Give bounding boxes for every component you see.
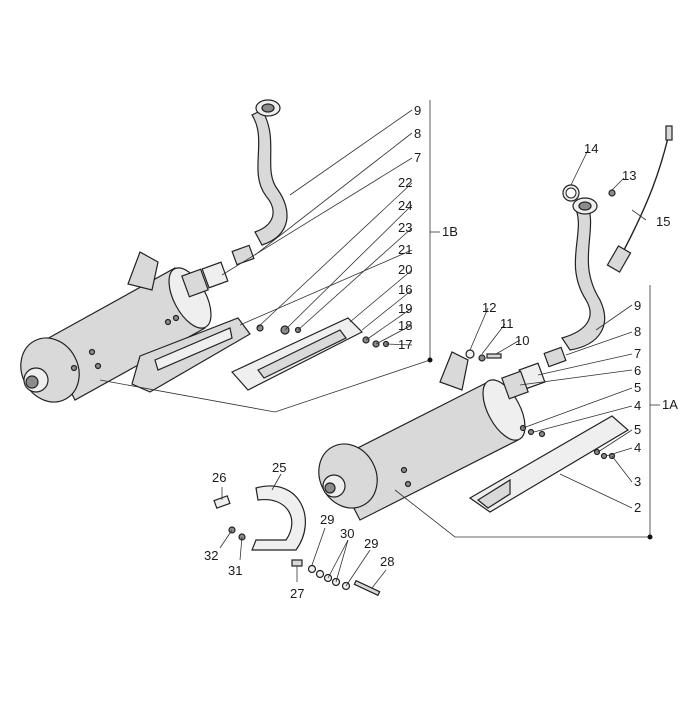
callout-right-9: 9 xyxy=(634,298,641,313)
callout-left-8: 8 xyxy=(414,126,421,141)
callout-25: 25 xyxy=(272,460,286,475)
callout-left-9: 9 xyxy=(414,103,421,118)
left-muffler xyxy=(20,251,212,403)
center-fasteners xyxy=(465,349,502,362)
callout-10: 10 xyxy=(515,333,529,348)
callout-right-5: 5 xyxy=(634,380,641,395)
callout-right-7: 7 xyxy=(634,346,641,361)
callout-left-16: 16 xyxy=(398,282,412,297)
group-label-1a: 1A xyxy=(662,397,678,412)
callout-right-4: 4 xyxy=(634,398,641,413)
group-bracket-1b xyxy=(427,100,440,363)
callout-15: 15 xyxy=(656,214,670,229)
callout-right-6: 6 xyxy=(634,363,641,378)
callout-right-2: 2 xyxy=(634,500,641,515)
left-header-pipe xyxy=(181,99,288,298)
callout-right-8: 8 xyxy=(634,324,641,339)
left-heat-shield xyxy=(231,317,390,391)
callout-right-3: 3 xyxy=(634,474,641,489)
right-header-pipe xyxy=(501,197,606,400)
muffler-mount-bracket xyxy=(213,485,381,597)
callout-left-7: 7 xyxy=(414,150,421,165)
callouts-right: 9 8 7 6 5 4 5 4 3 2 1A xyxy=(634,298,678,515)
callout-right-5b: 5 xyxy=(634,422,641,437)
right-muffler xyxy=(318,351,526,521)
callouts-bracket: 26 25 32 31 29 30 29 28 27 xyxy=(204,460,394,601)
callout-32: 32 xyxy=(204,548,218,563)
callout-28: 28 xyxy=(380,554,394,569)
callout-31: 31 xyxy=(228,563,242,578)
callouts-center: 12 11 10 xyxy=(482,300,529,348)
callout-left-19: 19 xyxy=(398,301,412,316)
callouts-sensor: 14 13 15 xyxy=(584,141,670,229)
leader-lines xyxy=(99,109,650,589)
callout-30: 30 xyxy=(340,526,354,541)
callout-left-18: 18 xyxy=(398,318,412,333)
callout-13: 13 xyxy=(622,168,636,183)
callouts-left: 9 8 7 22 24 23 21 20 16 19 18 17 1B xyxy=(398,103,458,352)
callout-12: 12 xyxy=(482,300,496,315)
callout-26: 26 xyxy=(212,470,226,485)
group-bracket-1a xyxy=(647,285,660,540)
group-label-1b: 1B xyxy=(442,224,458,239)
callout-left-22: 22 xyxy=(398,175,412,190)
callout-11: 11 xyxy=(500,316,514,331)
callout-left-17: 17 xyxy=(398,337,412,352)
callout-left-20: 20 xyxy=(398,262,412,277)
callout-left-21: 21 xyxy=(398,242,412,257)
callout-14: 14 xyxy=(584,141,598,156)
callout-29: 29 xyxy=(320,512,334,527)
callout-right-4b: 4 xyxy=(634,440,641,455)
left-heat-shield-bracket xyxy=(131,317,302,393)
callout-27: 27 xyxy=(290,586,304,601)
callout-29b: 29 xyxy=(364,536,378,551)
callout-left-24: 24 xyxy=(398,198,412,213)
callout-left-23: 23 xyxy=(398,220,412,235)
